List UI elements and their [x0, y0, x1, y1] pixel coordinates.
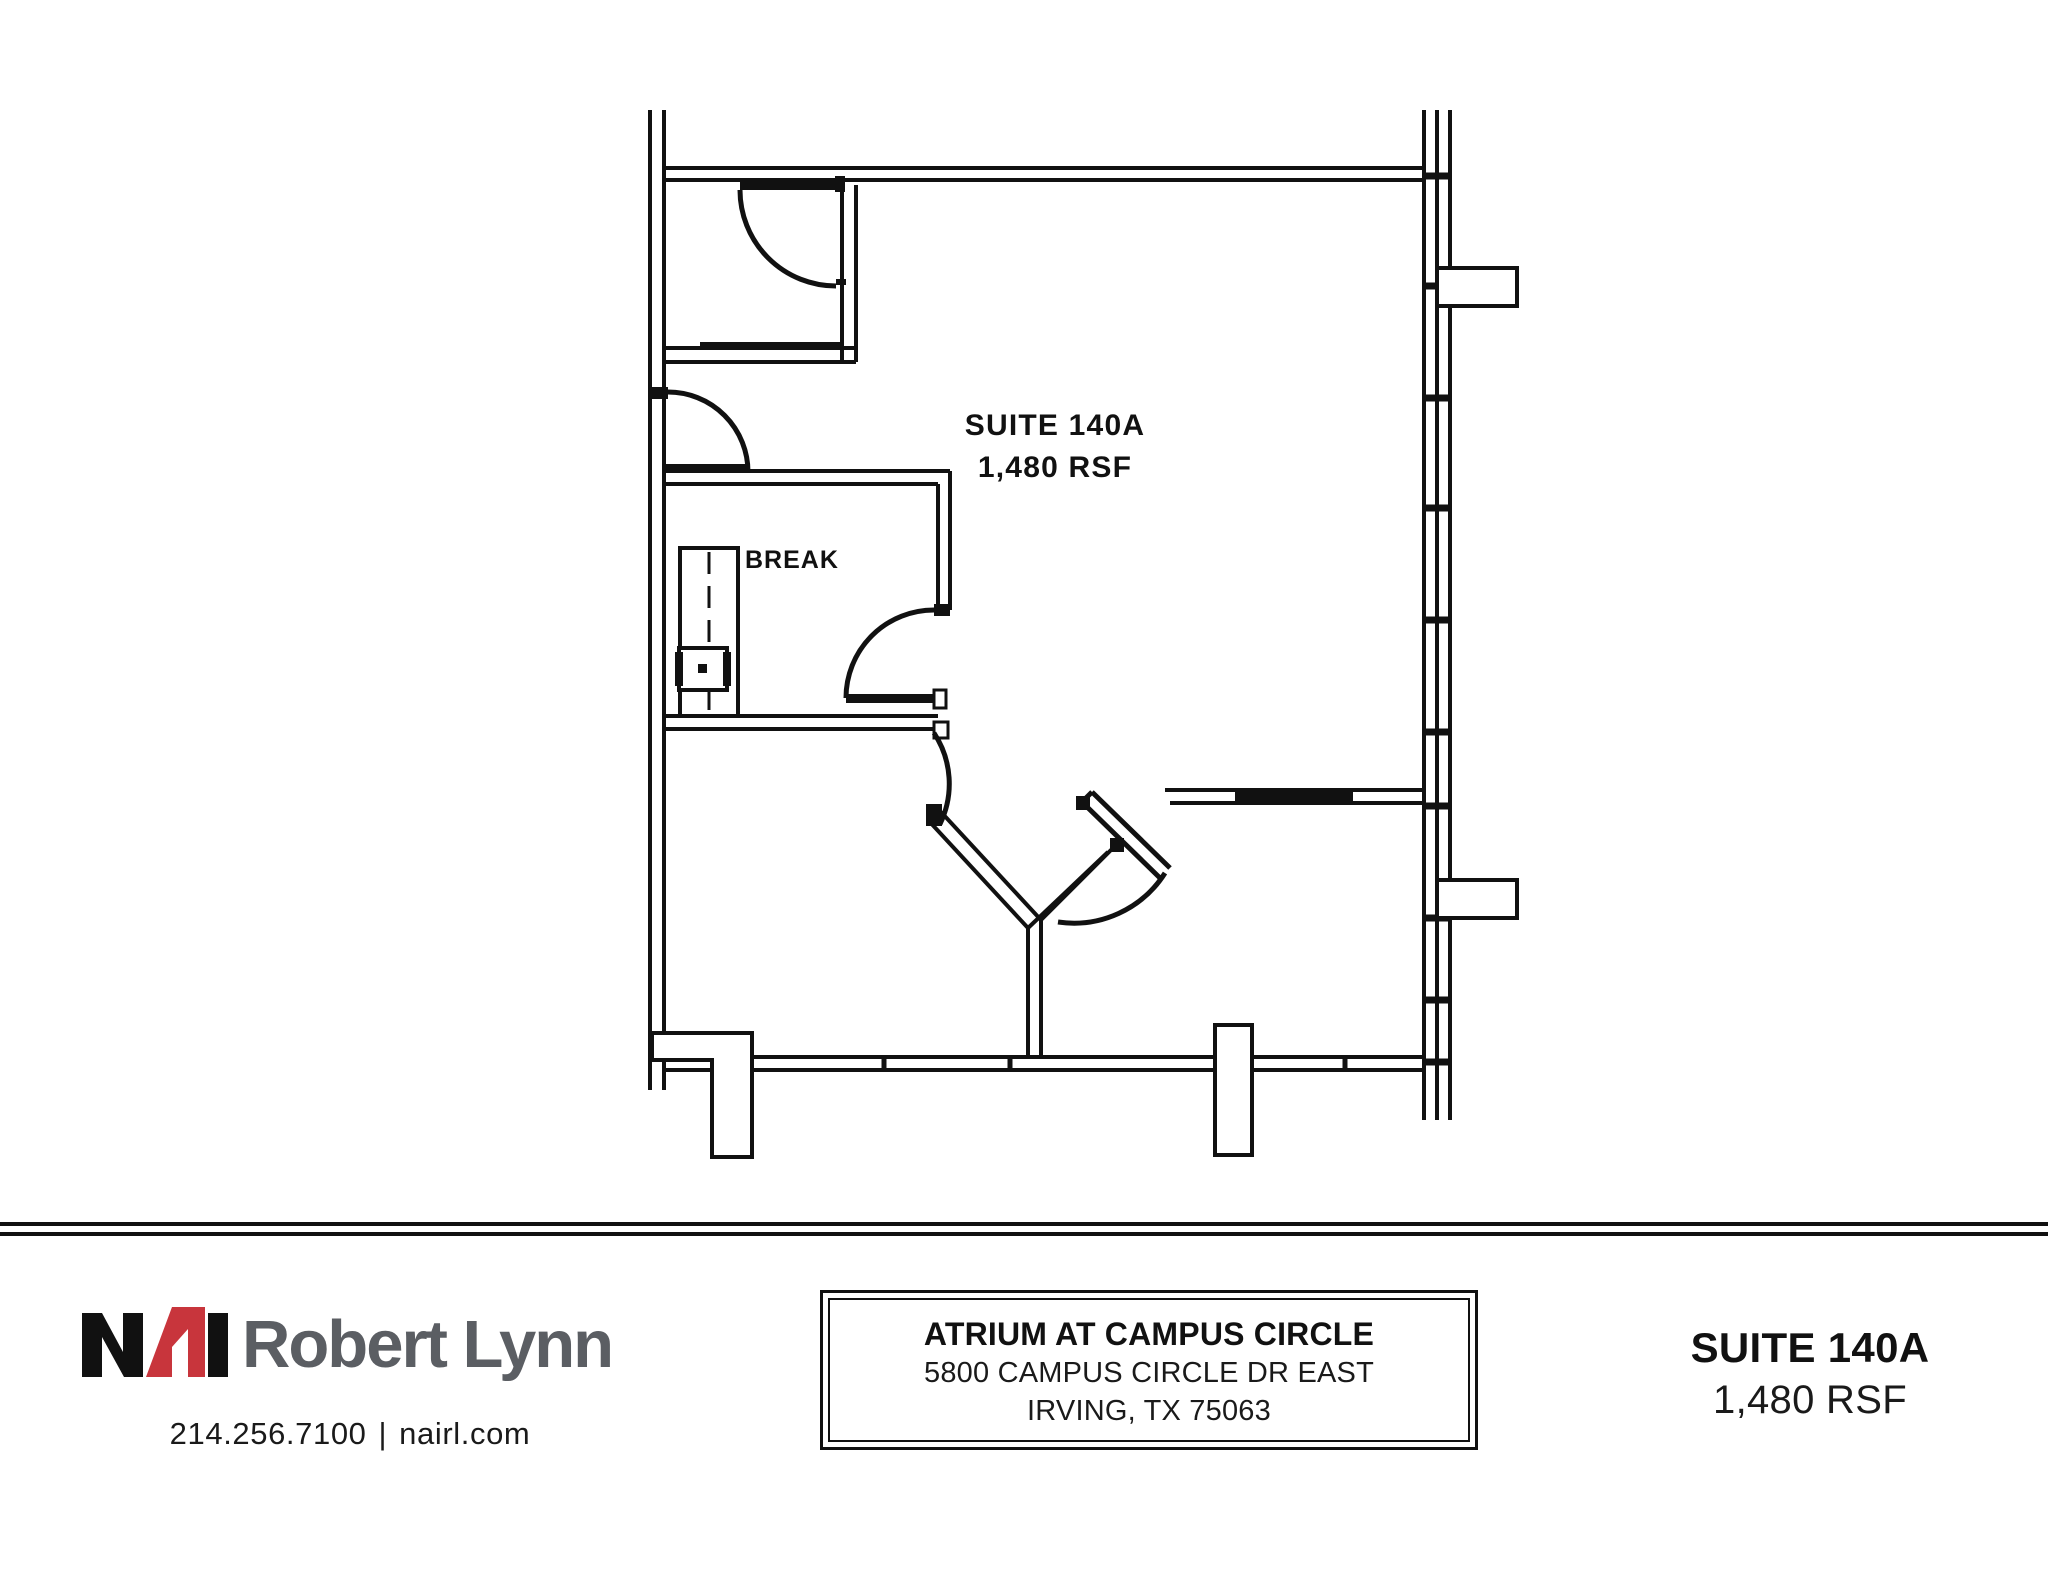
break-sink-edge-right [723, 652, 731, 686]
door-break-hinge [934, 604, 950, 616]
partition-joint-top [926, 804, 942, 826]
break-counter [678, 546, 740, 718]
angled-partition-a-outer [926, 818, 1030, 930]
wall-segment-solid [1235, 791, 1353, 803]
door-angled-swing-arc [1057, 871, 1168, 926]
door-break-room [843, 604, 950, 710]
angled-partition-b-inner [1026, 850, 1110, 930]
door-closet-swing-arc [737, 189, 837, 289]
brand-logo-row: Robert Lynn [80, 1302, 630, 1388]
divider-rule-top [0, 1222, 2048, 1226]
closet-room [664, 185, 858, 364]
nai-logo-icon [80, 1307, 240, 1383]
door-entry-left-leaf [664, 464, 750, 473]
column-bottom-center [1213, 1023, 1254, 1157]
plan-suite-label-line2: 1,480 RSF [977, 451, 1133, 484]
door-entry-left-hinge [650, 387, 668, 399]
column-group [650, 1023, 1254, 1159]
door-angled-leaf-inner [1090, 790, 1172, 870]
bottom-wall-tick-group [881, 1057, 1348, 1070]
door-break-leaf [846, 694, 942, 703]
door-closet-hinge [835, 176, 845, 192]
closet-shelf [700, 342, 840, 349]
door-angled-center [1057, 790, 1172, 926]
exterior-fin-group [1435, 266, 1519, 920]
property-street: 5800 CAMPUS CIRCLE DR EAST [924, 1357, 1374, 1389]
break-sink-drain [698, 664, 707, 673]
break-sink [675, 646, 731, 692]
break-counter-group [678, 546, 740, 718]
floor-plan-drawing [648, 110, 1519, 1159]
door-angled-hinge [1076, 796, 1090, 810]
exterior-fin-upper [1435, 266, 1519, 308]
property-name: ATRIUM AT CAMPUS CIRCLE [923, 1316, 1375, 1352]
address-plaque-inner: ATRIUM AT CAMPUS CIRCLE 5800 CAMPUS CIRC… [828, 1298, 1470, 1442]
floor-plan-area: SUITE 140A 1,480 RSF BREAK [648, 110, 1519, 1159]
door-angled-leaf-outer [1080, 800, 1162, 880]
plan-suite-label: SUITE 140A 1,480 RSF [965, 405, 1145, 489]
suite-summary: SUITE 140A 1,480 RSF [1620, 1322, 2000, 1426]
footer: Robert Lynn 214.256.7100 | nairl.com ATRIU… [0, 1250, 2048, 1583]
door-closet [737, 176, 846, 289]
plan-room-label-break: BREAK [745, 546, 839, 574]
door-break-swing-arc [843, 607, 935, 699]
section-divider [0, 1222, 2048, 1236]
website-link[interactable]: nairl.com [399, 1416, 531, 1451]
door-entry-left [650, 387, 751, 473]
phone-number[interactable]: 214.256.7100 [169, 1416, 367, 1451]
door-closet-leaf [740, 181, 838, 190]
door-entry-left-swing-arc [667, 389, 751, 473]
suite-summary-subtitle: 1,480 RSF [1713, 1378, 1907, 1422]
property-city-state-zip: IRVING, TX 75063 [1027, 1395, 1271, 1427]
brand-contact-line: 214.256.7100 | nairl.com [70, 1416, 630, 1452]
angled-partition-group [926, 810, 1120, 1057]
address-plaque: ATRIUM AT CAMPUS CIRCLE 5800 CAMPUS CIRC… [820, 1290, 1478, 1450]
angled-partition-a-inner [939, 810, 1043, 922]
break-sink-edge-left [675, 652, 683, 686]
column-bottom-left [650, 1031, 754, 1159]
door-break-jamb [932, 688, 948, 710]
exterior-fin-lower [1435, 878, 1519, 920]
suite-summary-title: SUITE 140A [1690, 1324, 1930, 1371]
divider-rule-bottom [0, 1232, 2048, 1236]
plan-suite-label-line1: SUITE 140A [964, 409, 1146, 442]
brand-wordmark: Robert Lynn [242, 1307, 614, 1382]
break-room [664, 469, 952, 731]
contact-separator: | [378, 1416, 388, 1451]
brand-block: Robert Lynn 214.256.7100 | nairl.com [70, 1302, 630, 1452]
